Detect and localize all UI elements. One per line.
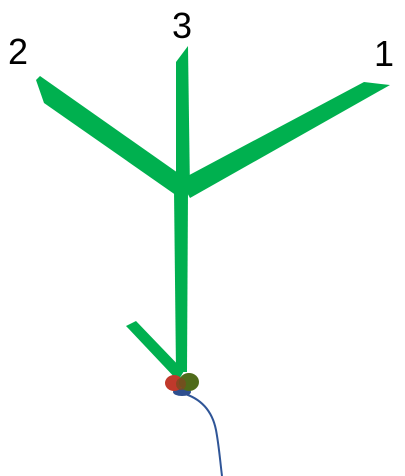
base-node-overlap (176, 378, 186, 390)
branch-2 (36, 76, 188, 198)
branch-3 (176, 46, 190, 192)
branch-label-1: 1 (374, 33, 395, 74)
branch-1 (180, 82, 390, 198)
thread-line (181, 392, 223, 476)
trunk-branch (174, 190, 188, 372)
branch-label-3: 3 (172, 5, 193, 46)
spur-branch (126, 321, 184, 381)
branch-label-2: 2 (8, 31, 29, 72)
